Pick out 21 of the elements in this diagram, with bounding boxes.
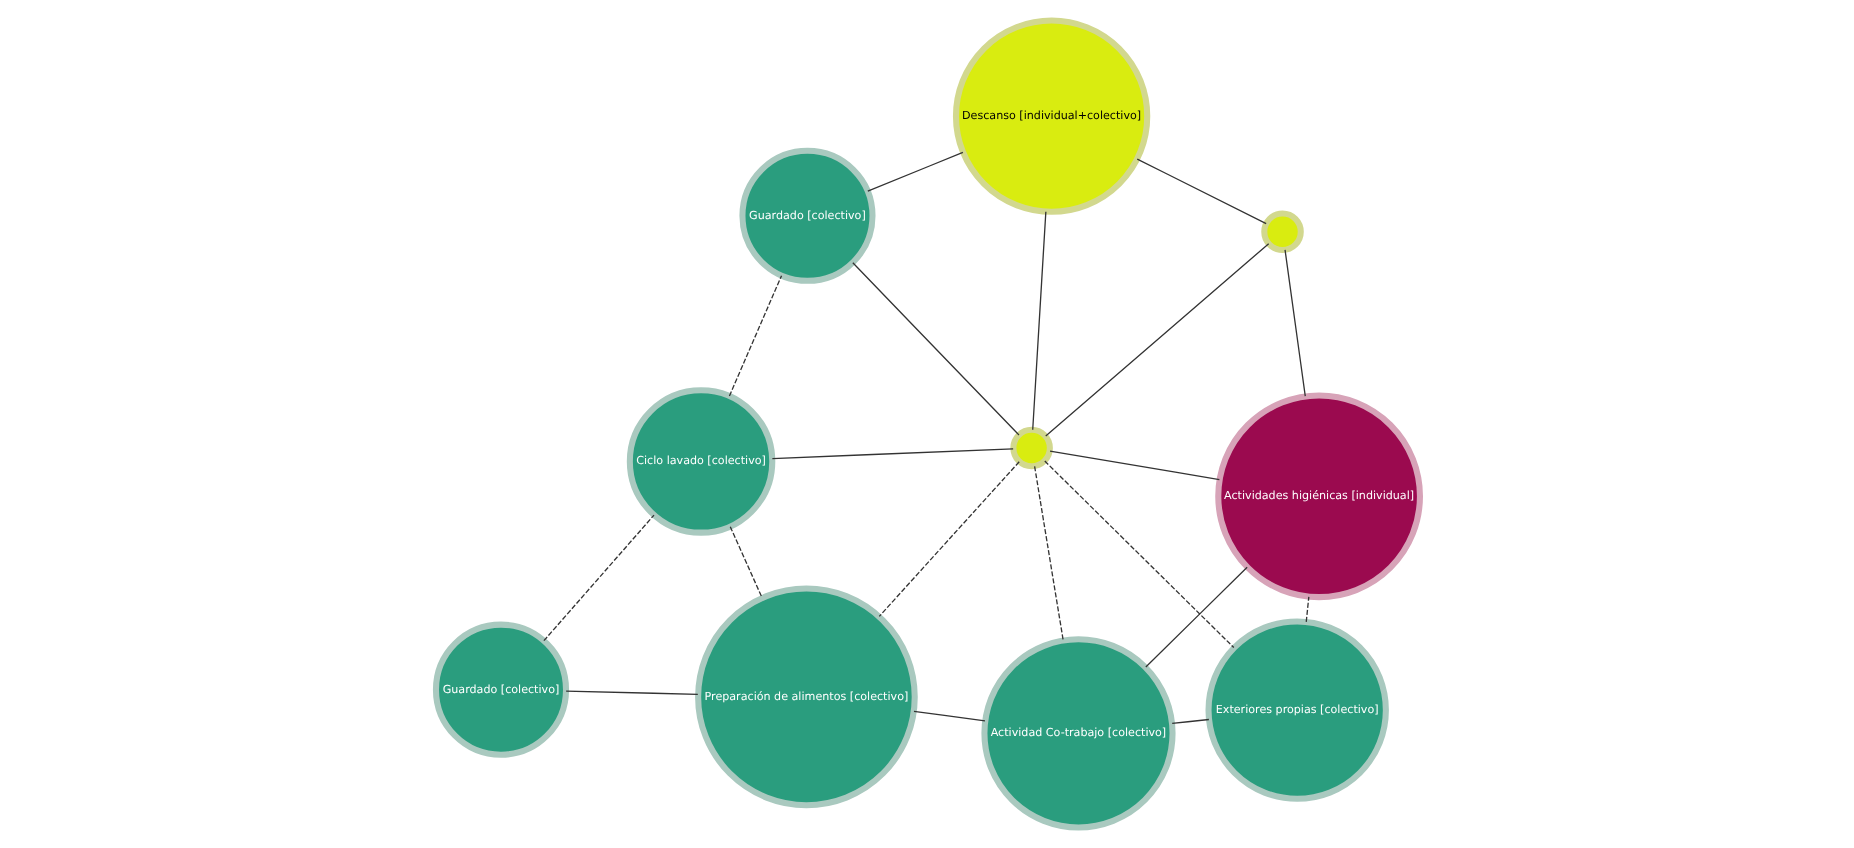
connector <box>851 262 1019 436</box>
connector <box>1044 243 1269 437</box>
connector <box>542 514 654 642</box>
connector <box>727 275 782 397</box>
connector <box>1135 158 1266 225</box>
connector <box>1283 249 1305 397</box>
connector <box>866 151 963 192</box>
connector <box>1144 566 1247 668</box>
connector <box>912 710 985 722</box>
connector <box>1032 465 1063 642</box>
connector <box>877 461 1019 617</box>
connector <box>1048 450 1220 481</box>
connector <box>1304 596 1309 623</box>
connector <box>1031 211 1046 431</box>
connector <box>770 448 1013 460</box>
connector <box>1043 460 1234 649</box>
node-circle <box>1009 426 1052 470</box>
node-circle <box>1260 210 1303 253</box>
connector <box>1170 718 1209 725</box>
connector <box>564 690 698 695</box>
connector <box>728 526 762 599</box>
